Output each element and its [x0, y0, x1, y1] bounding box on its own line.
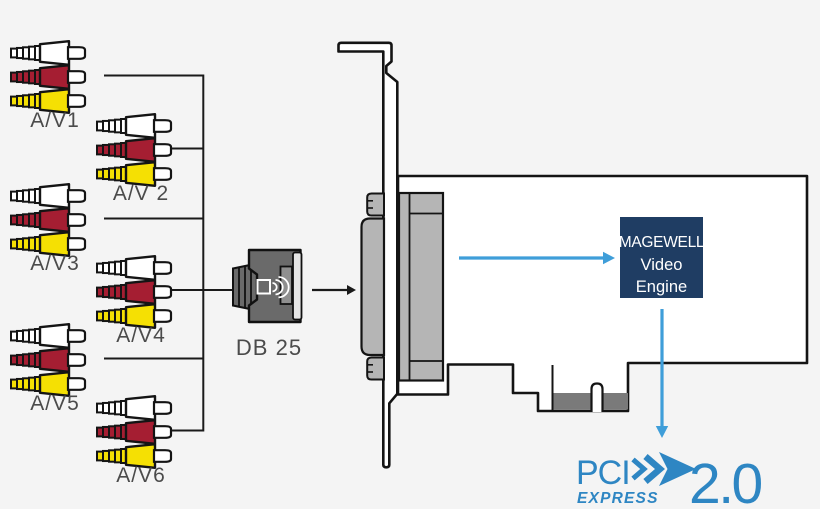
- black-arrow-icon: [312, 285, 356, 295]
- card-outline: [396, 174, 809, 413]
- screw-post-bottom: [366, 356, 385, 381]
- av2-label: A/V 2: [113, 182, 169, 205]
- rca-plug-white-icon: [9, 323, 87, 349]
- blue-arrow-right-icon: [459, 251, 615, 265]
- av-group-2: A/V 2: [95, 112, 173, 205]
- engine-line-3: Engine: [636, 278, 687, 296]
- rca-plug-white-icon: [95, 395, 173, 421]
- av3-label: A/V3: [30, 252, 80, 275]
- pcie-speed-arrow-icon: [631, 452, 696, 486]
- rca-plug-white-icon: [9, 182, 87, 210]
- rca-plug-white-icon: [95, 112, 173, 140]
- pci-express-logo: PCI EXPRESS 2.0: [576, 452, 764, 509]
- mounting-bracket: [337, 41, 399, 469]
- rca-plug-red-icon: [95, 419, 173, 445]
- av-group-5: A/V5: [9, 323, 87, 415]
- db25-label: DB 25: [236, 335, 302, 360]
- av-group-1: A/V1: [9, 40, 87, 132]
- rca-plug-white-icon: [9, 40, 87, 67]
- screw-post-top: [366, 192, 385, 217]
- rca-plug-red-icon: [95, 136, 173, 164]
- pcie-version-text: 2.0: [689, 452, 762, 509]
- gold-fingers: [552, 393, 628, 410]
- pcie-card: [396, 174, 809, 413]
- av4-label: A/V4: [116, 324, 166, 347]
- db25-plug-icon: [232, 248, 303, 324]
- db25-port-housing: [360, 192, 386, 381]
- gathering-bracket: [104, 74, 233, 432]
- av5-label: A/V5: [30, 392, 80, 415]
- rca-plug-white-icon: [95, 255, 173, 281]
- edge-key-notch: [590, 382, 604, 412]
- express-text: EXPRESS: [577, 490, 659, 507]
- blue-arrow-down-icon: [655, 309, 669, 438]
- engine-line-2: Video: [641, 256, 683, 274]
- rca-plug-red-icon: [95, 279, 173, 305]
- av-group-4: A/V4: [95, 255, 173, 347]
- db25-port: [397, 191, 445, 382]
- av-group-3: A/V3: [9, 182, 87, 275]
- pci-text: PCI: [576, 454, 630, 492]
- video-engine-box: MAGEWELL Video Engine: [619, 217, 705, 298]
- engine-line-1: MAGEWELL: [619, 234, 705, 251]
- rca-plug-red-icon: [9, 63, 87, 91]
- av6-label: A/V6: [116, 464, 166, 487]
- signal-waves-icon: [272, 276, 290, 299]
- rca-plug-red-icon: [9, 206, 87, 234]
- av-group-6: A/V6: [95, 395, 173, 487]
- rca-plug-red-icon: [9, 347, 87, 373]
- av1-label: A/V1: [30, 109, 80, 132]
